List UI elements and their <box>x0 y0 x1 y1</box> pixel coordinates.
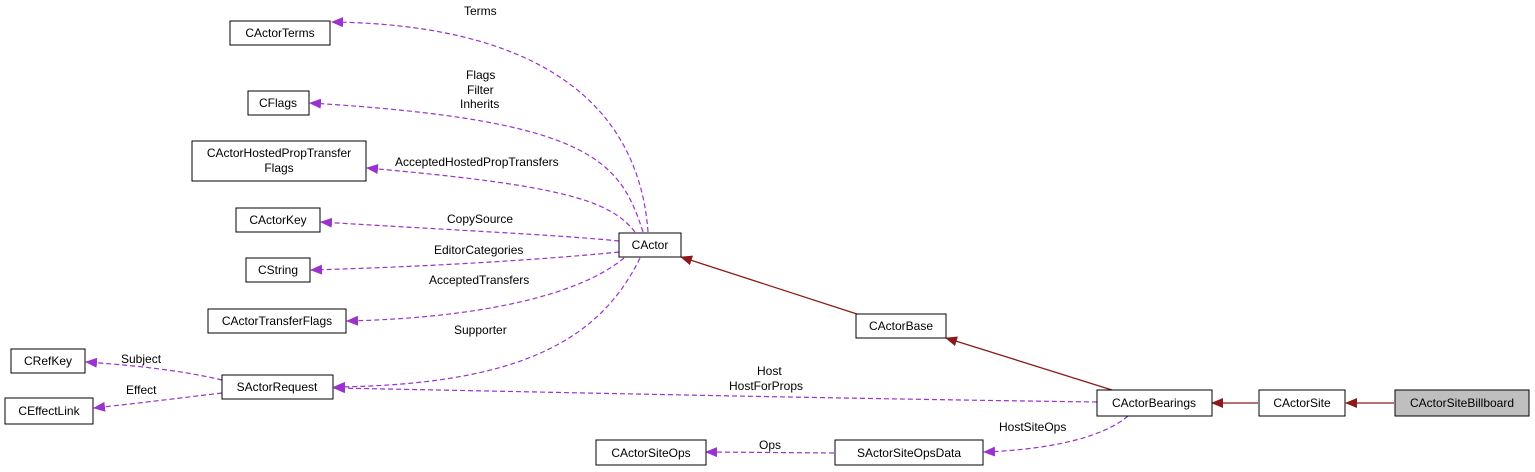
edge-host-site-ops <box>983 415 1129 457</box>
label-subject: Subject <box>121 352 162 366</box>
label-inherits: Inherits <box>460 97 499 111</box>
node-sactorsiteopsdata[interactable]: SActorSiteOpsData <box>834 439 984 466</box>
node-cflags[interactable]: CFlags <box>247 90 310 116</box>
usage-edges <box>85 17 1129 458</box>
inheritance-edges <box>680 255 1394 408</box>
node-cactorterms[interactable]: CActorTerms <box>229 20 331 46</box>
edge-accepted-transfers <box>346 257 625 326</box>
node-cactorsitebillboard[interactable]: CActorSiteBillboard <box>1394 389 1530 417</box>
edge-host <box>333 383 1098 403</box>
label-flags: Flags <box>466 68 495 82</box>
label-host-site-ops: HostSiteOps <box>999 420 1066 434</box>
label-host-for-props: HostForProps <box>729 379 803 393</box>
svg-text:CActorTransferFlags: CActorTransferFlags <box>222 314 332 328</box>
edge-labels: Terms Flags Filter Inherits AcceptedHost… <box>121 4 1066 452</box>
edge-effect <box>93 392 223 412</box>
svg-text:CEffectLink: CEffectLink <box>18 404 80 418</box>
svg-text:CActor: CActor <box>632 238 669 252</box>
label-ops: Ops <box>759 438 781 452</box>
svg-text:CActorTerms: CActorTerms <box>245 26 314 40</box>
edge-flags <box>309 98 644 233</box>
svg-text:CActorSiteBillboard: CActorSiteBillboard <box>1410 396 1514 410</box>
node-cactortransferflags[interactable]: CActorTransferFlags <box>207 308 347 334</box>
node-cactor[interactable]: CActor <box>618 232 682 258</box>
edge-cactorbase-to-cactor <box>680 255 861 316</box>
label-accepted-transfers: AcceptedTransfers <box>429 273 529 287</box>
svg-text:SActorRequest: SActorRequest <box>237 380 318 394</box>
label-filter: Filter <box>467 83 494 97</box>
node-cactorbearings[interactable]: CActorBearings <box>1096 389 1213 417</box>
edge-editor-categories <box>310 251 620 275</box>
svg-text:CRefKey: CRefKey <box>24 354 72 368</box>
svg-text:CActorSite: CActorSite <box>1273 396 1331 410</box>
edge-terms <box>331 17 649 233</box>
svg-text:CActorBearings: CActorBearings <box>1112 396 1196 410</box>
edge-supporter <box>333 257 641 392</box>
node-cactorbase[interactable]: CActorBase <box>855 313 947 339</box>
label-editor-categories: EditorCategories <box>434 243 523 257</box>
svg-text:CString: CString <box>258 263 298 277</box>
node-ceffectlink[interactable]: CEffectLink <box>4 397 94 425</box>
svg-text:SActorSiteOpsData: SActorSiteOpsData <box>857 446 961 460</box>
edge-subject <box>85 357 223 381</box>
svg-text:Flags: Flags <box>264 161 293 175</box>
edge-copy-source <box>320 217 620 242</box>
svg-text:CActorKey: CActorKey <box>249 213 306 227</box>
label-effect: Effect <box>126 383 157 397</box>
label-terms: Terms <box>464 4 497 18</box>
node-cactorsite[interactable]: CActorSite <box>1258 389 1346 417</box>
node-cstring[interactable]: CString <box>245 257 311 283</box>
svg-text:CActorHostedPropTransfer: CActorHostedPropTransfer <box>207 146 351 160</box>
node-sactorrequest[interactable]: SActorRequest <box>221 374 334 400</box>
label-copy-source: CopySource <box>447 212 513 226</box>
label-host: Host <box>757 364 782 378</box>
svg-text:CActorSiteOps: CActorSiteOps <box>611 446 690 460</box>
edge-accepted-hosted <box>366 163 636 233</box>
label-accepted-hosted: AcceptedHostedPropTransfers <box>395 155 559 169</box>
svg-text:CActorBase: CActorBase <box>869 319 933 333</box>
edge-ops <box>705 447 835 458</box>
svg-text:CFlags: CFlags <box>259 96 297 110</box>
label-supporter: Supporter <box>454 323 507 337</box>
node-crefkey[interactable]: CRefKey <box>10 348 86 374</box>
node-cactorkey[interactable]: CActorKey <box>235 207 321 233</box>
node-cactorhostedproptransferflags[interactable]: CActorHostedPropTransfer Flags <box>191 140 367 182</box>
edge-cactorbearings-to-cactorbase <box>945 336 1113 391</box>
node-cactorsiteops[interactable]: CActorSiteOps <box>595 439 707 466</box>
